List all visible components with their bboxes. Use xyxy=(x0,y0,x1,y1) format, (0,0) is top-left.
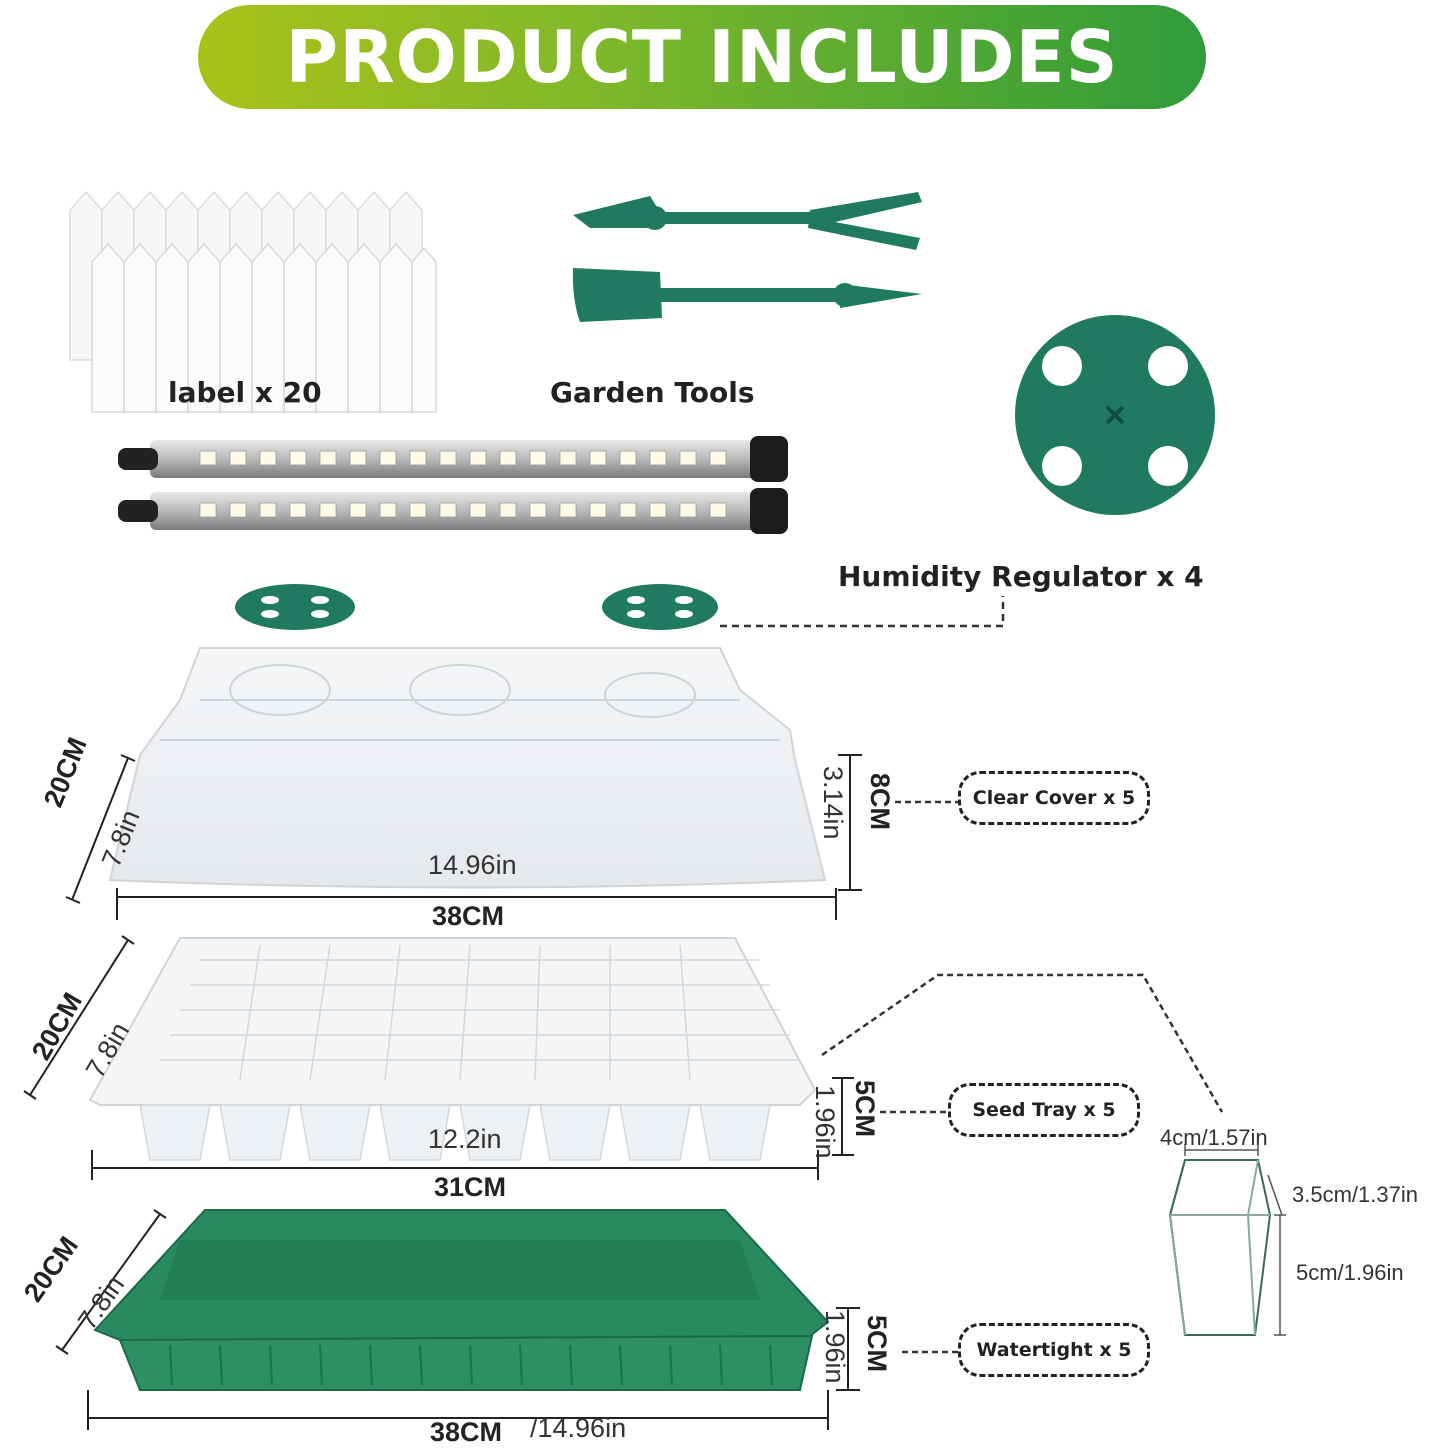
tray-width-in: 12.2in xyxy=(428,1124,502,1154)
watertight-tray-icon xyxy=(93,1209,830,1391)
title-banner: PRODUCT INCLUDES xyxy=(198,5,1206,109)
label-count-text: label x 20 xyxy=(168,376,322,409)
seed-tray-icon xyxy=(88,937,817,1161)
base-height-cm: 5CM xyxy=(862,1315,892,1373)
cell-top-dim: 4cm/1.57in xyxy=(1160,1125,1268,1150)
base-width-cm: 38CM xyxy=(430,1417,503,1447)
base-height-in: 1.96in xyxy=(820,1310,850,1384)
humidity-regulator-icon xyxy=(1015,315,1215,515)
cover-width-cm: 38CM xyxy=(432,901,505,931)
small-regulator-right-icon xyxy=(602,584,718,630)
tray-width-cm: 31CM xyxy=(434,1172,507,1202)
banner-title: PRODUCT INCLUDES xyxy=(285,15,1119,99)
clear-cover-pill: Clear Cover x 5 xyxy=(958,771,1150,825)
dimension-lines xyxy=(23,754,862,1430)
plant-labels-icon xyxy=(69,190,437,413)
led-light-bars-icon xyxy=(118,436,788,534)
cover-width-in: 14.96in xyxy=(428,850,517,880)
cell-bottom-dim: 3.5cm/1.37in xyxy=(1292,1182,1418,1207)
garden-tools-icon xyxy=(572,192,922,322)
tray-height-cm: 5CM xyxy=(850,1080,880,1138)
humidity-regulator-text: Humidity Regulator x 4 xyxy=(838,560,1204,593)
cover-height-in: 3.14in xyxy=(818,766,848,840)
clear-cover-icon xyxy=(108,647,827,889)
cover-height-cm: 8CM xyxy=(865,773,895,831)
humidity-leader-line xyxy=(720,596,1005,628)
base-width-in: /14.96in xyxy=(530,1413,627,1443)
seed-tray-pill: Seed Tray x 5 xyxy=(948,1083,1140,1137)
cell-height-dim: 5cm/1.96in xyxy=(1296,1260,1404,1285)
cell-diagram-icon xyxy=(1168,1159,1272,1336)
small-regulator-left-icon xyxy=(235,584,355,630)
tray-height-in: 1.96in xyxy=(810,1085,840,1159)
garden-tools-text: Garden Tools xyxy=(550,376,755,409)
watertight-pill: Watertight x 5 xyxy=(958,1323,1150,1377)
